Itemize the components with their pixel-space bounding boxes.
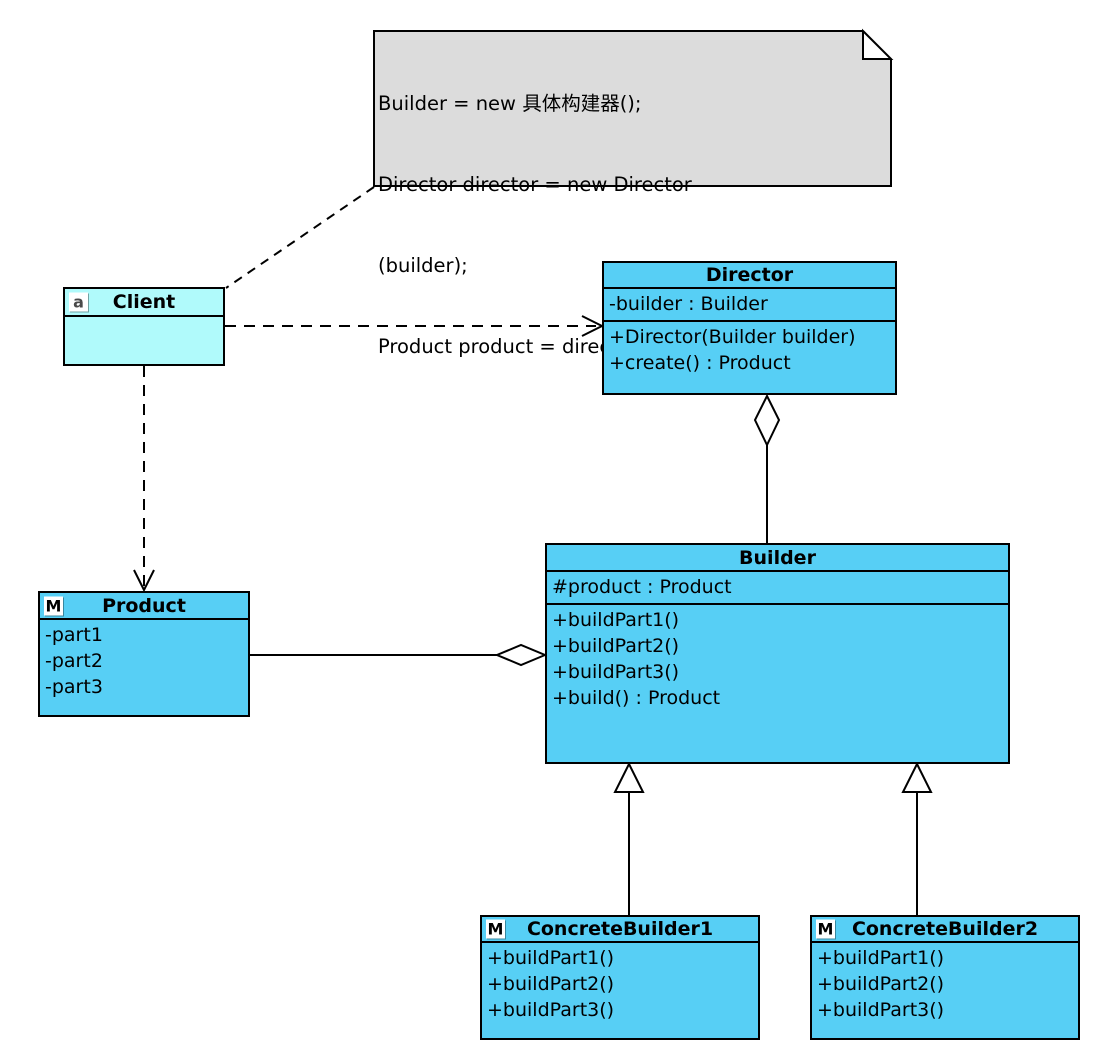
attribute: -part3 (45, 676, 103, 698)
generalization-concretebuilder2-builder (901, 761, 933, 915)
class-concretebuilder2[interactable]: M ConcreteBuilder2 +buildPart1() +buildP… (810, 915, 1080, 1040)
note-fold-corner (862, 28, 894, 60)
attributes-compartment: #product : Product (547, 572, 1008, 605)
class-concretebuilder1[interactable]: M ConcreteBuilder1 +buildPart1() +buildP… (480, 915, 760, 1040)
class-client[interactable]: a Client (63, 287, 225, 366)
note-line: Builder = new 具体构建器(); (378, 92, 642, 115)
class-title: Builder (739, 546, 816, 569)
method: +buildPart3() (552, 661, 680, 683)
generalization-concretebuilder1-builder (613, 761, 645, 915)
attribute: -part2 (45, 650, 103, 672)
open-arrowhead (133, 569, 155, 593)
class-title: ConcreteBuilder2 (851, 918, 1039, 940)
class-badge-icon: a (69, 292, 88, 312)
method: +buildPart2() (817, 973, 945, 995)
method: +build() : Product (552, 687, 721, 709)
note-anchor-line (225, 186, 375, 289)
note-shape (373, 28, 894, 187)
class-badge-icon: M (486, 919, 505, 939)
method: +buildPart3() (487, 999, 615, 1021)
attributes-compartment: -builder : Builder (604, 289, 895, 322)
aggregation-director-builder (753, 393, 781, 544)
attributes-compartment: -part1 -part2 -part3 (40, 620, 248, 715)
methods-compartment: +buildPart1() +buildPart2() +buildPart3(… (482, 943, 758, 1038)
methods-compartment: +buildPart1() +buildPart2() +buildPart3(… (812, 943, 1078, 1038)
class-director[interactable]: Director -builder : Builder +Director(Bu… (602, 261, 897, 395)
class-product[interactable]: M Product -part1 -part2 -part3 (38, 591, 250, 717)
class-title: Director (705, 264, 794, 286)
class-builder[interactable]: Builder #product : Product +buildPart1()… (545, 543, 1010, 764)
class-badge-icon: M (816, 919, 835, 939)
hollow-triangle-arrowhead (901, 761, 933, 793)
method: +buildPart1() (817, 947, 945, 969)
class-title: Client (112, 291, 176, 313)
aggregation-builder-product (250, 643, 548, 667)
methods-compartment: +Director(Builder builder) +create() : P… (604, 322, 895, 393)
method: +buildPart1() (487, 947, 615, 969)
class-badge-icon: M (44, 596, 63, 615)
hollow-diamond (753, 393, 781, 448)
note-line: (builder); (378, 254, 468, 277)
method: +buildPart2() (552, 635, 680, 657)
hollow-diamond (494, 643, 548, 667)
class-title: ConcreteBuilder1 (526, 918, 714, 940)
method: +buildPart3() (817, 999, 945, 1021)
class-title: Product (102, 594, 186, 617)
method: +Director(Builder builder) (609, 326, 856, 348)
method: +buildPart2() (487, 973, 615, 995)
method: +create() : Product (609, 352, 791, 374)
note-line: Director director = new Director (378, 173, 692, 196)
attribute: -builder : Builder (609, 293, 768, 315)
hollow-triangle-arrowhead (613, 761, 645, 793)
dependency-client-product (133, 366, 155, 593)
method: +buildPart1() (552, 609, 680, 631)
empty-compartment (65, 317, 223, 364)
code-note[interactable]: Builder = new 具体构建器(); Director director… (378, 36, 878, 414)
attribute: -part1 (45, 624, 103, 646)
methods-compartment: +buildPart1() +buildPart2() +buildPart3(… (547, 605, 1008, 762)
attribute: #product : Product (552, 576, 732, 598)
